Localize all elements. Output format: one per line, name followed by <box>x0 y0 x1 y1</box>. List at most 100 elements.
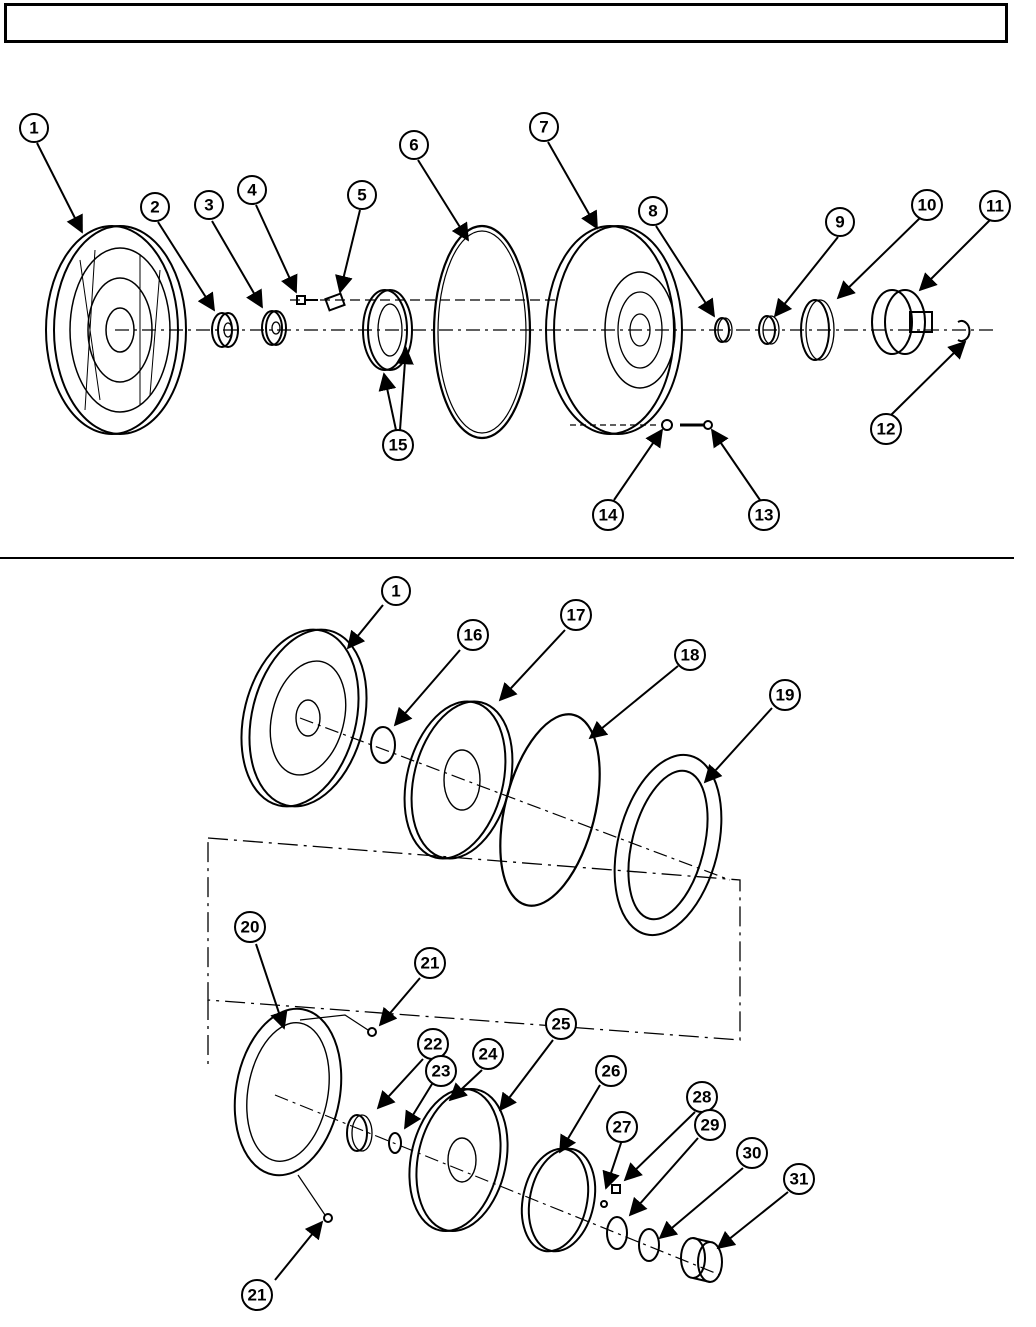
part-22-bearing <box>346 1114 368 1152</box>
callout-25: 25 <box>545 1008 577 1040</box>
part-6-seal-ring <box>432 224 532 440</box>
callout-19: 19 <box>769 679 801 711</box>
callout-20-label: 20 <box>241 918 260 937</box>
callout-21b-label: 21 <box>248 1286 267 1305</box>
callout-1: 1 <box>19 113 49 143</box>
header-box <box>4 3 1008 43</box>
callout-21b: 21 <box>241 1279 273 1311</box>
callout-22-label: 22 <box>424 1035 443 1054</box>
part-1b-cover <box>240 628 368 808</box>
callout-29-label: 29 <box>701 1116 720 1135</box>
part-17-piston <box>403 700 514 860</box>
part-21a-pin <box>367 1027 377 1037</box>
callout-14-label: 14 <box>599 506 618 525</box>
callout-26-label: 26 <box>602 1062 621 1081</box>
callout-6-label: 6 <box>409 136 418 155</box>
callout-1b: 1 <box>381 576 411 606</box>
callout-3-label: 3 <box>204 196 213 215</box>
callout-5-label: 5 <box>357 186 366 205</box>
callout-12-label: 12 <box>877 420 896 439</box>
callout-11: 11 <box>979 190 1011 222</box>
top-leaders <box>36 141 991 501</box>
callout-15: 15 <box>382 429 414 461</box>
callout-16: 16 <box>457 619 489 651</box>
part-23-ring <box>388 1132 402 1154</box>
callout-14: 14 <box>592 499 624 531</box>
part-31-cam <box>680 1237 723 1283</box>
callout-23: 23 <box>425 1055 457 1087</box>
callout-2-label: 2 <box>150 198 159 217</box>
part-11-hub <box>871 289 933 355</box>
callout-23-label: 23 <box>432 1062 451 1081</box>
part-7-pump-housing <box>545 225 683 435</box>
part-18-seal-ring <box>499 713 601 907</box>
part-2-bearing <box>211 312 239 348</box>
part-14-nut <box>661 419 673 431</box>
part-27-pin <box>600 1200 608 1208</box>
callout-16-label: 16 <box>464 626 483 645</box>
callout-8-label: 8 <box>648 202 657 221</box>
part-26-stator <box>520 1147 597 1253</box>
callout-6: 6 <box>399 130 429 160</box>
callout-27-label: 27 <box>613 1118 632 1137</box>
callout-9: 9 <box>825 207 855 237</box>
top-assembly <box>45 224 995 440</box>
part-3-washer <box>261 310 287 346</box>
callout-3: 3 <box>194 190 224 220</box>
callout-24: 24 <box>472 1038 504 1070</box>
callout-13-label: 13 <box>755 506 774 525</box>
callout-29: 29 <box>694 1109 726 1141</box>
callout-15-label: 15 <box>389 436 408 455</box>
callout-21a-label: 21 <box>421 954 440 973</box>
callout-4: 4 <box>237 175 267 205</box>
callout-8: 8 <box>638 196 668 226</box>
callout-21a: 21 <box>414 947 446 979</box>
callout-9-label: 9 <box>835 213 844 232</box>
bottom-assembly <box>207 628 741 1283</box>
part-4-bolt <box>296 295 318 305</box>
part-16-ring <box>370 726 396 764</box>
callout-7: 7 <box>529 112 559 142</box>
callout-30-label: 30 <box>743 1144 762 1163</box>
callout-25-label: 25 <box>552 1015 571 1034</box>
part-10-plate <box>800 299 830 361</box>
callout-22: 22 <box>417 1028 449 1060</box>
callout-7-label: 7 <box>539 118 548 137</box>
callout-4-label: 4 <box>247 181 257 200</box>
callout-12: 12 <box>870 413 902 445</box>
callout-group: 1 2 3 4 5 6 7 8 9 10 11 12 13 14 15 1 16… <box>19 112 1011 1311</box>
part-1-cover <box>45 225 187 435</box>
part-12-clip <box>957 320 971 342</box>
part-21b-pin <box>323 1213 333 1223</box>
callout-26: 26 <box>595 1055 627 1087</box>
callout-18: 18 <box>674 639 706 671</box>
callout-10: 10 <box>911 189 943 221</box>
callout-31: 31 <box>783 1163 815 1195</box>
callout-5: 5 <box>347 180 377 210</box>
part-5-lockplate <box>324 292 346 312</box>
callout-24-label: 24 <box>479 1045 498 1064</box>
callout-31-label: 31 <box>790 1170 809 1189</box>
callout-28: 28 <box>686 1081 718 1113</box>
callout-18-label: 18 <box>681 646 700 665</box>
callout-30: 30 <box>736 1137 768 1169</box>
part-24-turbine <box>408 1087 509 1233</box>
callout-27: 27 <box>606 1111 638 1143</box>
callout-2: 2 <box>140 192 170 222</box>
bottom-leaders <box>255 604 789 1281</box>
callout-20: 20 <box>234 911 266 943</box>
callout-10-label: 10 <box>918 196 937 215</box>
callout-1-label: 1 <box>29 119 38 138</box>
callout-17: 17 <box>560 599 592 631</box>
part-28-spring <box>611 1184 621 1194</box>
part-30-bearing <box>638 1228 660 1262</box>
callout-1b-label: 1 <box>391 582 400 601</box>
part-20-back-plate <box>233 1007 343 1177</box>
callout-17-label: 17 <box>567 606 586 625</box>
callout-28-label: 28 <box>693 1088 712 1107</box>
callout-13: 13 <box>748 499 780 531</box>
part-9-bearing <box>758 315 776 345</box>
callout-11-label: 11 <box>986 197 1004 216</box>
part-29-race <box>606 1216 628 1250</box>
